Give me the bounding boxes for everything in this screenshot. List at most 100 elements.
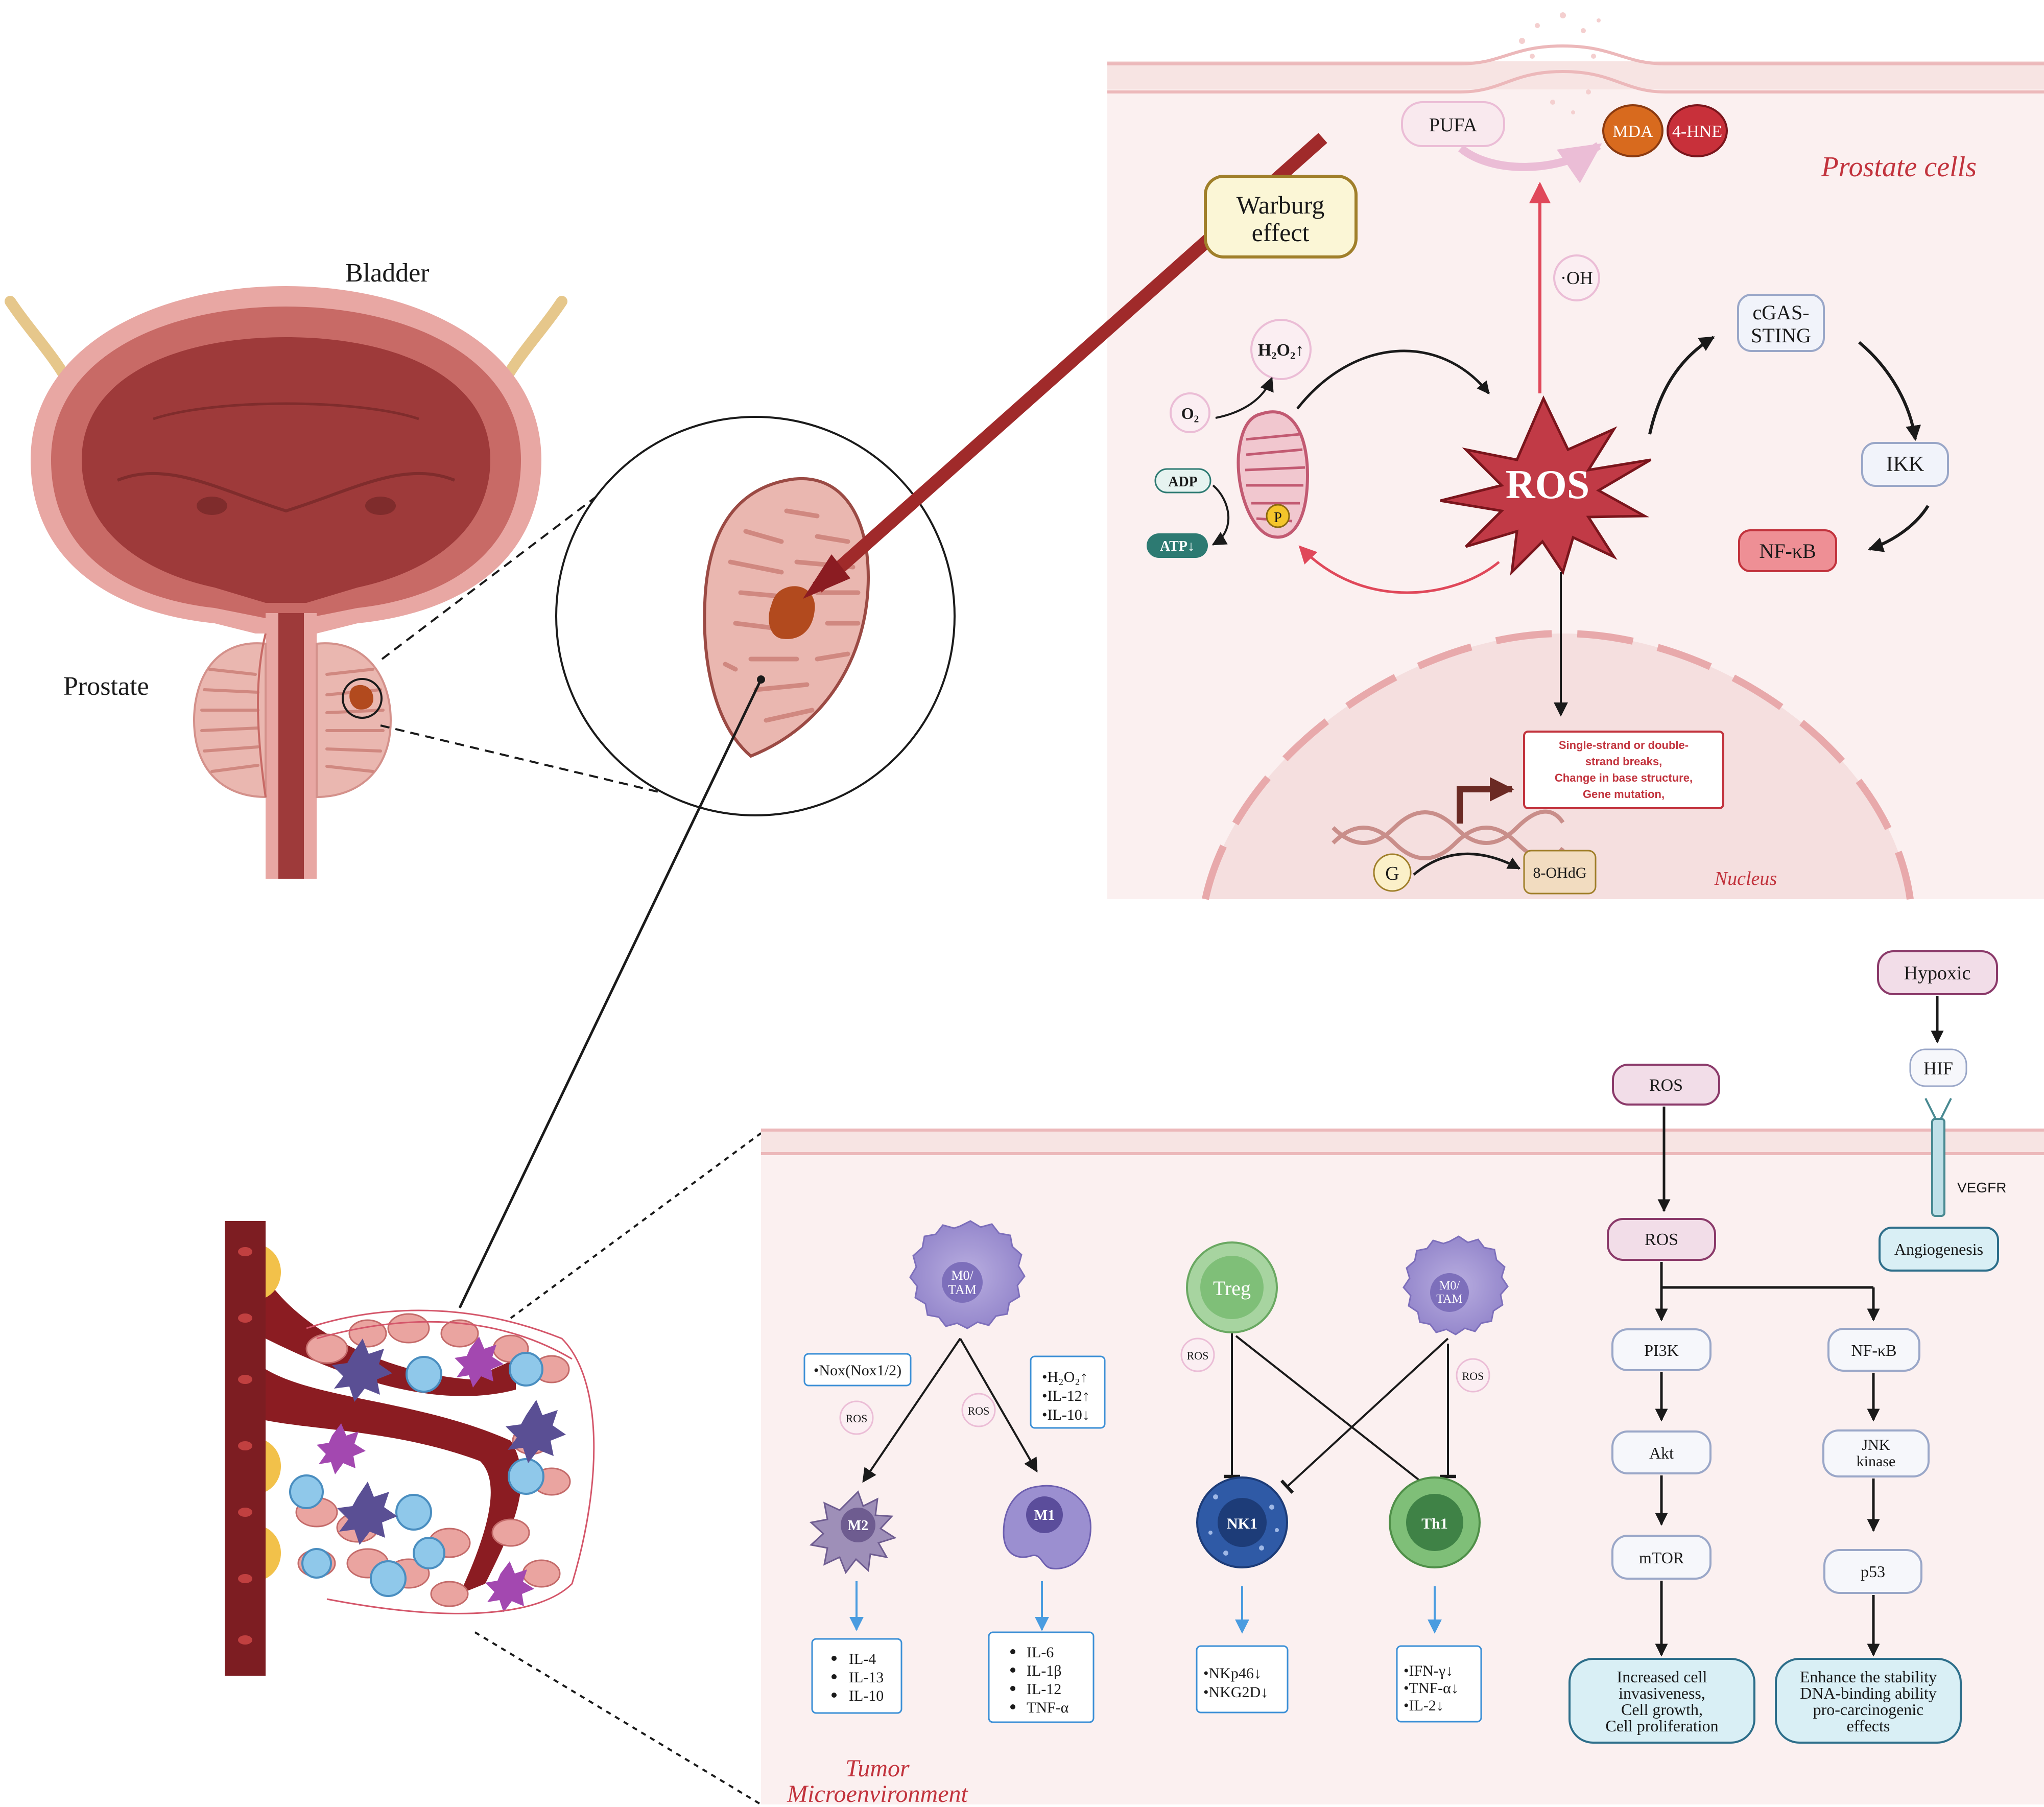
- m2-cytokines-box: IL-4 IL-13 IL-10: [811, 1638, 902, 1714]
- m1-factor-1: •H₂O₂↑: [1042, 1369, 1088, 1386]
- adp-to-atp-arrow: [1211, 484, 1230, 546]
- cgas-line2: STING: [1751, 324, 1811, 347]
- ohdg-node: 8-OHdG: [1523, 850, 1597, 895]
- dna-damage-line1: Single-strand or double-: [1559, 739, 1689, 752]
- warburg-line1: Warburg: [1237, 191, 1325, 219]
- prostate-cells-label: Prostate cells: [1821, 151, 1977, 183]
- nk1-cell: NK1: [1196, 1476, 1288, 1568]
- akt-label: Akt: [1649, 1444, 1674, 1462]
- ros-top-label: ROS: [1649, 1076, 1683, 1095]
- ros-to-mito-arrow: [1298, 545, 1500, 594]
- bladder-anatomy: [5, 286, 567, 879]
- hne-label: 4-HNE: [1672, 122, 1722, 141]
- p53-label: p53: [1861, 1562, 1885, 1581]
- mda-label: MDA: [1612, 122, 1653, 141]
- m0-tam-cell-right: M0/ TAM: [1403, 1235, 1509, 1335]
- o2-node: O₂: [1170, 392, 1210, 433]
- ikk-label: IKK: [1886, 453, 1924, 476]
- nk-marker-1: •NKp46↓: [1203, 1665, 1262, 1682]
- right-outcome-line3: pro-carcinogenic: [1813, 1700, 1924, 1719]
- m1-cytokine-2: IL-1β: [1027, 1662, 1062, 1679]
- prostate-label: Prostate: [63, 672, 149, 701]
- prostate-zoom-circle: [555, 416, 956, 816]
- m1-cytokine-3: IL-12: [1027, 1681, 1061, 1698]
- left-outcome-box: Increased cell invasiveness, Cell growth…: [1568, 1658, 1755, 1744]
- tumor-tissue: [225, 1221, 595, 1676]
- warburg-effect-box: Warburg effect: [1204, 175, 1358, 259]
- tme-label-line1: Tumor: [845, 1755, 910, 1782]
- ros-bubble-tam-label: ROS: [1462, 1370, 1484, 1382]
- ros-bubble-treg: ROS: [1180, 1337, 1215, 1372]
- right-outcome-line1: Enhance the stability: [1800, 1668, 1937, 1686]
- adp-label: ADP: [1168, 474, 1198, 490]
- m0-to-m2-arrow: [862, 1337, 961, 1483]
- bladder-label: Bladder: [345, 259, 430, 288]
- hne-node: 4-HNE: [1667, 104, 1728, 157]
- dna-damage-line4: Gene mutation,: [1583, 788, 1665, 801]
- ros-mid-label: ROS: [1645, 1230, 1678, 1249]
- guanine-node: G: [1373, 853, 1412, 892]
- mda-node: MDA: [1602, 104, 1663, 157]
- cgas-to-ikk-arrow: [1858, 341, 1921, 441]
- o2-to-h2o2-arrow: [1215, 377, 1274, 419]
- th1-cell: Th1: [1389, 1476, 1481, 1568]
- m1-cytokine-4: TNF-α: [1027, 1699, 1069, 1716]
- warburg-arrowhead: [803, 554, 850, 599]
- ikk-node: IKK: [1861, 442, 1949, 487]
- m2-cytokine-3: IL-10: [849, 1687, 884, 1704]
- pufa-label: PUFA: [1429, 114, 1478, 136]
- ohdg-label: 8-OHdG: [1533, 864, 1587, 881]
- m0-tam-right-line2: TAM: [1436, 1293, 1462, 1306]
- m1-cell: M1: [1003, 1485, 1091, 1569]
- inhibition-lines: [1224, 1333, 1456, 1494]
- m0-tam-line2: TAM: [948, 1282, 977, 1297]
- m1-factors-box: •H₂O₂↑ •IL-12↑ •IL-10↓: [1030, 1355, 1106, 1429]
- dna-damage-box: Single-strand or double- strand breaks, …: [1523, 731, 1724, 809]
- ros-bubble-m2: ROS: [839, 1400, 874, 1435]
- m1-factor-3: •IL-10↓: [1042, 1406, 1090, 1423]
- nk-markers-box: •NKp46↓ •NKG2D↓: [1196, 1645, 1289, 1714]
- nfkb-label-top: NF-κB: [1759, 539, 1816, 562]
- m0-tam-cell: M0/ TAM: [909, 1220, 1026, 1329]
- dna-damage-line2: strand breaks,: [1585, 755, 1662, 768]
- hif-label: HIF: [1923, 1058, 1953, 1078]
- zoom-callout-lines: [380, 487, 670, 795]
- p53-node: p53: [1823, 1549, 1922, 1594]
- th1-marker-1: •IFN-γ↓: [1404, 1662, 1453, 1679]
- hydroxyl-node: ·OH: [1553, 254, 1600, 301]
- adp-node: ADP: [1154, 468, 1211, 494]
- warburg-line2: effect: [1252, 218, 1310, 247]
- zoom-to-tme-line: [458, 678, 763, 1309]
- nk-marker-2: •NKG2D↓: [1203, 1684, 1268, 1701]
- tme-callout-lines: [474, 1132, 762, 1805]
- cgas-line1: cGAS-: [1752, 301, 1809, 324]
- guanine-label: G: [1385, 863, 1399, 884]
- th1-marker-2: •TNF-α↓: [1404, 1680, 1459, 1697]
- ros-star: [1440, 395, 1652, 576]
- nox-label: •Nox(Nox1/2): [814, 1362, 901, 1379]
- th1-markers-box: •IFN-γ↓ •TNF-α↓ •IL-2↓: [1396, 1645, 1482, 1723]
- cgas-sting-node: cGAS- STING: [1737, 294, 1825, 352]
- ros-split-line: [1660, 1262, 1873, 1289]
- left-outcome-line3: Cell growth,: [1621, 1700, 1703, 1719]
- nfkb-label-bottom: NF-κB: [1851, 1341, 1896, 1359]
- angiogenesis-label: Angiogenesis: [1894, 1240, 1983, 1258]
- h2o2-node: H₂O₂↑: [1250, 319, 1312, 380]
- left-outcome-line4: Cell proliferation: [1605, 1717, 1718, 1735]
- th1-marker-3: •IL-2↓: [1404, 1697, 1444, 1714]
- jnk-line1: JNK: [1862, 1437, 1890, 1453]
- pi3k-label: PI3K: [1644, 1341, 1679, 1359]
- atp-node: ATP↓: [1147, 533, 1208, 558]
- ros-bubble-treg-label: ROS: [1187, 1349, 1209, 1362]
- right-outcome-box: Enhance the stability DNA-binding abilit…: [1775, 1658, 1962, 1744]
- treg-cell: Treg: [1186, 1241, 1278, 1333]
- hif-node: HIF: [1909, 1048, 1967, 1087]
- g-to-ohdg-arrow: [1413, 852, 1521, 876]
- vegfr-receptor: [1924, 1098, 1952, 1217]
- nfkb-node-bottom: NF-κB: [1827, 1328, 1920, 1372]
- left-outcome-line1: Increased cell: [1617, 1668, 1707, 1686]
- m1-label: M1: [1034, 1508, 1055, 1523]
- mtor-label: mTOR: [1639, 1548, 1684, 1567]
